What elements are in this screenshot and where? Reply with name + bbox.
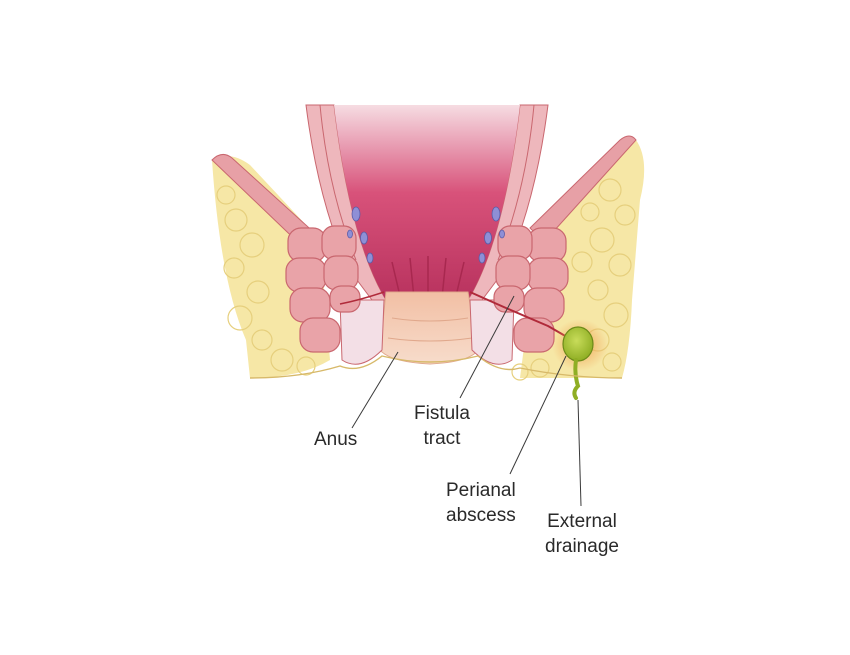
anal-canal <box>379 291 479 365</box>
label-fistula-line-2: tract <box>423 428 461 449</box>
label-external-drainage: External drainage <box>545 509 619 559</box>
perianal-abscess <box>552 319 608 400</box>
fistula-tract-left <box>339 291 385 305</box>
levator-muscle <box>211 135 637 251</box>
internal-sphincter <box>339 299 515 365</box>
label-anus-line-1: Anus <box>314 429 358 450</box>
rectal-veins <box>347 206 505 264</box>
leader-line-drainage <box>577 399 582 507</box>
label-drainage-line-1: External <box>547 511 617 532</box>
label-abscess-line-2: abscess <box>446 505 516 526</box>
label-drainage-line-2: drainage <box>545 536 619 557</box>
label-anus: Anus <box>314 427 357 452</box>
leader-line-fistula <box>459 295 515 399</box>
skin-surface <box>249 355 623 379</box>
label-fistula-tract: Fistula tract <box>414 401 470 451</box>
label-perianal-abscess: Perianal abscess <box>446 478 516 528</box>
label-fistula-line-1: Fistula <box>414 403 470 424</box>
leader-line-anus <box>351 351 399 429</box>
label-abscess-line-1: Perianal <box>446 480 516 501</box>
external-sphincter-right <box>493 225 569 353</box>
leader-line-abscess <box>509 355 567 475</box>
leader-lines <box>351 295 582 507</box>
rectal-lumen <box>334 105 520 300</box>
